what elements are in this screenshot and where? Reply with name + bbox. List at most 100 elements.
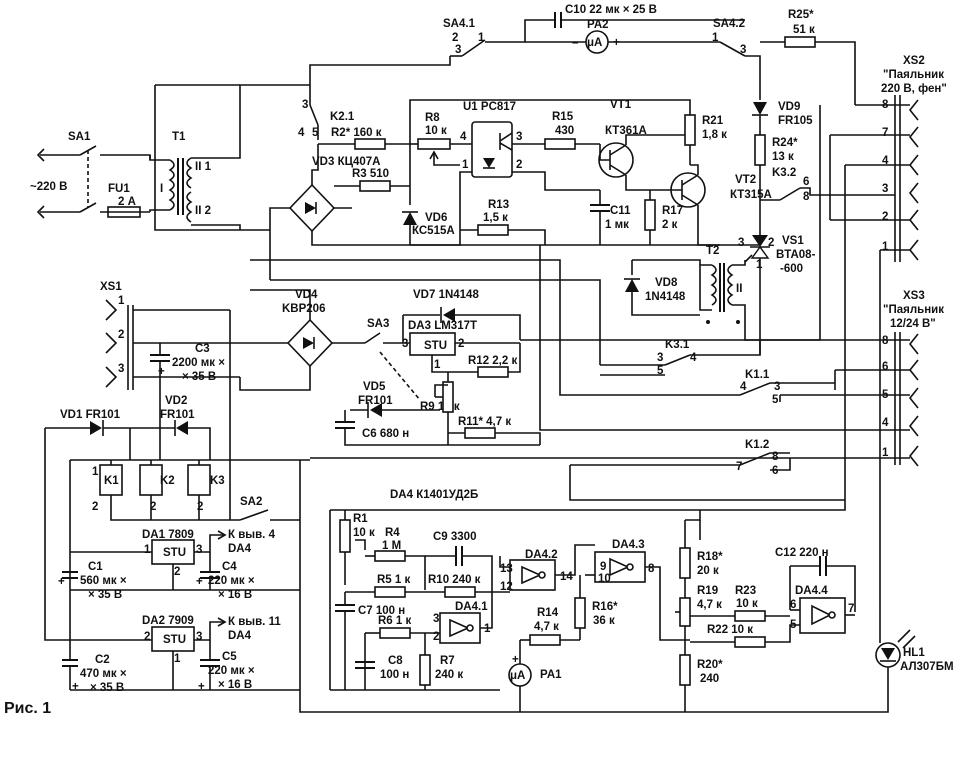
svg-text:3: 3 (882, 183, 888, 195)
capacitor-c5: C5 220 мк × × 16 В + (198, 640, 255, 693)
svg-text:K3.2: K3.2 (772, 167, 796, 179)
svg-text:240: 240 (700, 673, 719, 685)
svg-text:+: + (72, 681, 79, 693)
svg-text:VD5: VD5 (363, 381, 386, 393)
svg-text:C8: C8 (388, 655, 403, 667)
svg-text:VD3 КЦ407А: VD3 КЦ407А (312, 156, 380, 168)
svg-text:3: 3 (402, 338, 408, 350)
svg-text:3: 3 (740, 44, 746, 56)
svg-text:6: 6 (803, 176, 809, 188)
svg-text:3: 3 (657, 352, 663, 364)
relay-contact-k2-1: 3 4 5 K2.1 (298, 99, 355, 140)
resistor-r16: R16* 36 к (574, 575, 618, 640)
svg-text:12/24 В": 12/24 В" (890, 318, 936, 330)
svg-text:VD8: VD8 (655, 277, 678, 289)
capacitor-c4: C4 220 мк × × 16 В + (196, 552, 255, 601)
svg-text:1: 1 (144, 544, 151, 556)
svg-text:1: 1 (882, 447, 889, 459)
capacitor-c11: C11 1 мк (590, 190, 631, 245)
svg-text:DA4.1: DA4.1 (455, 601, 488, 613)
svg-text:K3.1: K3.1 (665, 339, 690, 351)
svg-text:C9 3300: C9 3300 (433, 531, 476, 543)
wire (44, 428, 70, 641)
svg-text:1: 1 (434, 359, 441, 371)
capacitor-c9: C9 3300 (425, 531, 493, 590)
svg-text:2: 2 (433, 631, 439, 643)
svg-text:K1.2: K1.2 (745, 439, 769, 451)
svg-text:8: 8 (882, 335, 889, 347)
svg-text:10 к: 10 к (736, 598, 758, 610)
resistor-r17: R17 2 к (644, 190, 683, 245)
svg-text:5: 5 (657, 365, 664, 377)
svg-text:VT2: VT2 (735, 174, 756, 186)
svg-text:3: 3 (118, 363, 124, 375)
resistor-r10: R10 240 к (425, 574, 510, 598)
svg-text:5: 5 (772, 394, 779, 406)
svg-text:R15: R15 (552, 111, 574, 123)
svg-text:100 н: 100 н (380, 669, 409, 681)
svg-text:10: 10 (598, 573, 611, 585)
svg-text:R10 240 к: R10 240 к (428, 574, 481, 586)
svg-text:8: 8 (772, 451, 779, 463)
svg-text:2: 2 (768, 237, 774, 249)
svg-text:STU: STU (163, 634, 186, 646)
svg-text:C7 100 н: C7 100 н (358, 605, 405, 617)
svg-text:4: 4 (298, 127, 305, 139)
svg-text:6: 6 (882, 361, 888, 373)
resistor-r14: R14 4,7 к (520, 607, 580, 646)
svg-text:DA3 LM317T: DA3 LM317T (408, 320, 477, 332)
svg-text:R2* 160 к: R2* 160 к (331, 127, 382, 139)
svg-text:2 к: 2 к (662, 219, 678, 231)
transistor-vt1: VT1 КТ361А (598, 99, 690, 191)
svg-text:SA4.1: SA4.1 (443, 18, 476, 30)
svg-text:R12 2,2 к: R12 2,2 к (468, 355, 517, 367)
svg-text:μA: μA (510, 670, 525, 682)
svg-text:430: 430 (555, 125, 574, 137)
relay-k3: 1 2 K3 (187, 460, 225, 520)
svg-text:9: 9 (600, 561, 606, 573)
svg-text:"Паяльник: "Паяльник (883, 69, 944, 81)
svg-text:1,8 к: 1,8 к (702, 129, 727, 141)
svg-text:5: 5 (312, 127, 319, 139)
svg-text:3: 3 (433, 613, 439, 625)
zener-vd6: VD6 КС515А (402, 144, 455, 245)
svg-text:1 мк: 1 мк (605, 219, 629, 231)
svg-text:3: 3 (455, 44, 461, 56)
resistor-r11: R11* 4,7 к (448, 416, 541, 445)
svg-text:–: – (572, 37, 579, 49)
svg-text:+: + (158, 366, 165, 378)
resistor-r7: R7 240 к (419, 633, 463, 690)
mains-input: ~220 В (30, 148, 67, 219)
svg-text:R23: R23 (735, 585, 756, 597)
switch-sa4-2: SA4.2 1 3 (660, 18, 761, 100)
diode-vd5: VD5 FR101 (350, 381, 440, 418)
resistor-r15: R15 430 (544, 111, 600, 150)
svg-text:DA4: DA4 (228, 543, 252, 555)
svg-text:C12 220 н: C12 220 н (775, 547, 829, 559)
capacitor-c1: C1 560 мк × × 35 В + (58, 561, 127, 601)
resistor-r3: R3 510 (334, 168, 410, 192)
relay-contact-k3-2: K3.2 6 8 (760, 167, 895, 203)
svg-text:+: + (613, 37, 620, 49)
diode-vd7: VD7 1N4148 (403, 289, 521, 340)
svg-text:R6 1 к: R6 1 к (378, 615, 411, 627)
svg-text:R9 10 к: R9 10 к (420, 401, 460, 413)
svg-text:3: 3 (196, 631, 202, 643)
svg-text:6: 6 (790, 599, 796, 611)
svg-text:2: 2 (458, 338, 464, 350)
svg-text:× 35 В: × 35 В (90, 682, 124, 694)
svg-text:470 мк ×: 470 мк × (80, 668, 127, 680)
opamp-da4-3: DA4.3 9 10 8 (585, 539, 690, 641)
svg-text:4: 4 (882, 155, 889, 167)
svg-text:4,7 к: 4,7 к (697, 599, 722, 611)
svg-text:2 А: 2 А (118, 196, 136, 208)
figure-label: Рис. 1 (4, 700, 51, 717)
svg-text:μA: μA (587, 37, 602, 49)
svg-text:1: 1 (478, 32, 485, 44)
diode-bridge-vd3: VD3 КЦ407А (269, 144, 410, 280)
resistor-r25: R25* 51 к (760, 9, 856, 105)
svg-text:14: 14 (560, 571, 573, 583)
svg-text:R5 1 к: R5 1 к (377, 574, 410, 586)
transformer-t1: T1 I II 1 II 2 (149, 84, 310, 230)
capacitor-c12: C12 220 н (775, 547, 856, 612)
